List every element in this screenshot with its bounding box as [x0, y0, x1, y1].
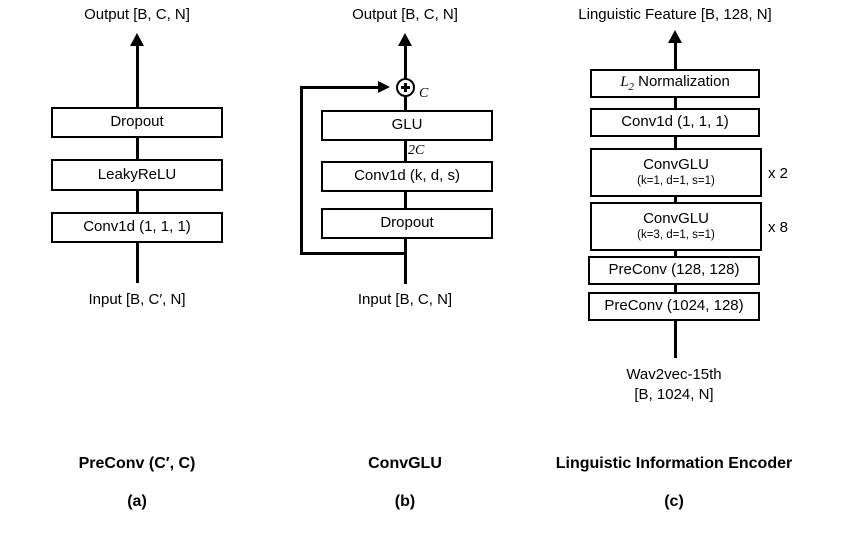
panel-a-top-connector [136, 45, 139, 107]
panel-b-signal-label-2c: 2C [408, 143, 425, 158]
panel-c-output-arrowhead [668, 30, 682, 43]
panel-b-skip-vertical [300, 86, 303, 255]
panel-b-caption-title: ConvGLU [368, 455, 442, 472]
panel-b-block-conv1d-label: Conv1d (k, d, s) [354, 167, 460, 185]
panel-b-bottom-connector [404, 239, 407, 284]
panel-c-block-l2norm: L2 Normalization [590, 69, 760, 98]
panel-c-block-conv1d-label: Conv1d (1, 1, 1) [621, 113, 729, 131]
panel-a-block-conv1d: Conv1d (1, 1, 1) [51, 212, 223, 243]
panel-b-block-glu: GLU [321, 110, 493, 141]
panel-a-connector-1 [136, 138, 139, 159]
panel-c-connector-3 [674, 197, 677, 202]
panel-b-connector-1 [404, 141, 407, 161]
panel-a-block-conv1d-label: Conv1d (1, 1, 1) [83, 218, 191, 236]
panel-b-top-connector [404, 45, 407, 78]
panel-b-input-label: Input [B, C, N] [357, 291, 453, 308]
panel-a-caption-title: PreConv (C′, C) [78, 455, 196, 472]
l2-symbol: L2 [620, 73, 634, 93]
panel-a-output-arrowhead [130, 33, 144, 46]
panel-b-output-arrowhead [398, 33, 412, 46]
panel-c-block-convglu-k1-label: ConvGLU [643, 156, 709, 174]
panel-a-bottom-connector [136, 243, 139, 283]
panel-c-block-preconv-128-label: PreConv (128, 128) [608, 261, 740, 279]
panel-a-output-label: Output [B, C, N] [84, 6, 190, 23]
panel-b-connector-2 [404, 192, 407, 208]
panel-b-block-dropout: Dropout [321, 208, 493, 239]
panel-c-block-convglu-k3-sublabel: (k=3, d=1, s=1) [637, 228, 715, 241]
panel-c-output-label: Linguistic Feature [B, 128, N] [578, 6, 772, 23]
panel-a-block-leakyrelu-label: LeakyReLU [97, 165, 177, 183]
plus-icon-vertical-bar [404, 83, 407, 92]
panel-c-connector-2 [674, 137, 677, 148]
l2-subscript: 2 [628, 80, 634, 93]
panel-b-output-label: Output [B, C, N] [352, 6, 458, 23]
panel-c-input-label-line2: [B, 1024, N] [634, 386, 714, 403]
panel-b-signal-label-c: C [419, 86, 429, 101]
panel-a-connector-2 [136, 191, 139, 212]
panel-b-skip-top-segment [300, 86, 378, 89]
panel-a-block-dropout-label: Dropout [110, 113, 164, 131]
panel-a-input-label: Input [B, C′, N] [88, 291, 186, 308]
panel-c-caption-letter: (c) [664, 493, 684, 510]
panel-c-block-convglu-k1-sublabel: (k=1, d=1, s=1) [637, 174, 715, 187]
panel-c-input-label-line1: Wav2vec-15th [626, 366, 722, 383]
panel-b-skip-arrowhead [378, 81, 390, 93]
panel-c-caption-title: Linguistic Information Encoder [555, 455, 793, 472]
panel-c-block-convglu-k3-label: ConvGLU [643, 210, 709, 228]
panel-c-connector-1 [674, 98, 677, 108]
panel-c-repeat-label-x2: x 2 [768, 165, 789, 182]
panel-c-block-conv1d: Conv1d (1, 1, 1) [590, 108, 760, 137]
panel-c-top-connector [674, 42, 677, 69]
panel-c-connector-5 [674, 285, 677, 292]
panel-b-caption-letter: (b) [394, 493, 416, 510]
panel-c-connector-4 [674, 251, 677, 256]
panel-b-block-dropout-label: Dropout [380, 214, 434, 232]
panel-b-add-circle [396, 78, 415, 97]
panel-a-caption-letter: (a) [127, 493, 147, 510]
panel-a-block-dropout: Dropout [51, 107, 223, 138]
panel-b-connector-circle-to-glu [404, 97, 407, 110]
panel-c-bottom-connector [674, 321, 677, 358]
panel-b-block-glu-label: GLU [391, 116, 423, 134]
panel-c-block-convglu-k3: ConvGLU (k=3, d=1, s=1) [590, 202, 762, 251]
panel-c-block-l2norm-label: L2 Normalization [620, 72, 730, 93]
panel-b-block-conv1d: Conv1d (k, d, s) [321, 161, 493, 192]
panel-c-block-preconv-1024: PreConv (1024, 128) [588, 292, 760, 321]
panel-c-block-preconv-1024-label: PreConv (1024, 128) [604, 297, 744, 315]
panel-c-repeat-label-x8: x 8 [768, 219, 789, 236]
panel-c-block-preconv-128: PreConv (128, 128) [588, 256, 760, 285]
panel-c-block-convglu-k1: ConvGLU (k=1, d=1, s=1) [590, 148, 762, 197]
panel-a-block-leakyrelu: LeakyReLU [51, 159, 223, 191]
panel-b-skip-bottom-segment [300, 252, 406, 255]
